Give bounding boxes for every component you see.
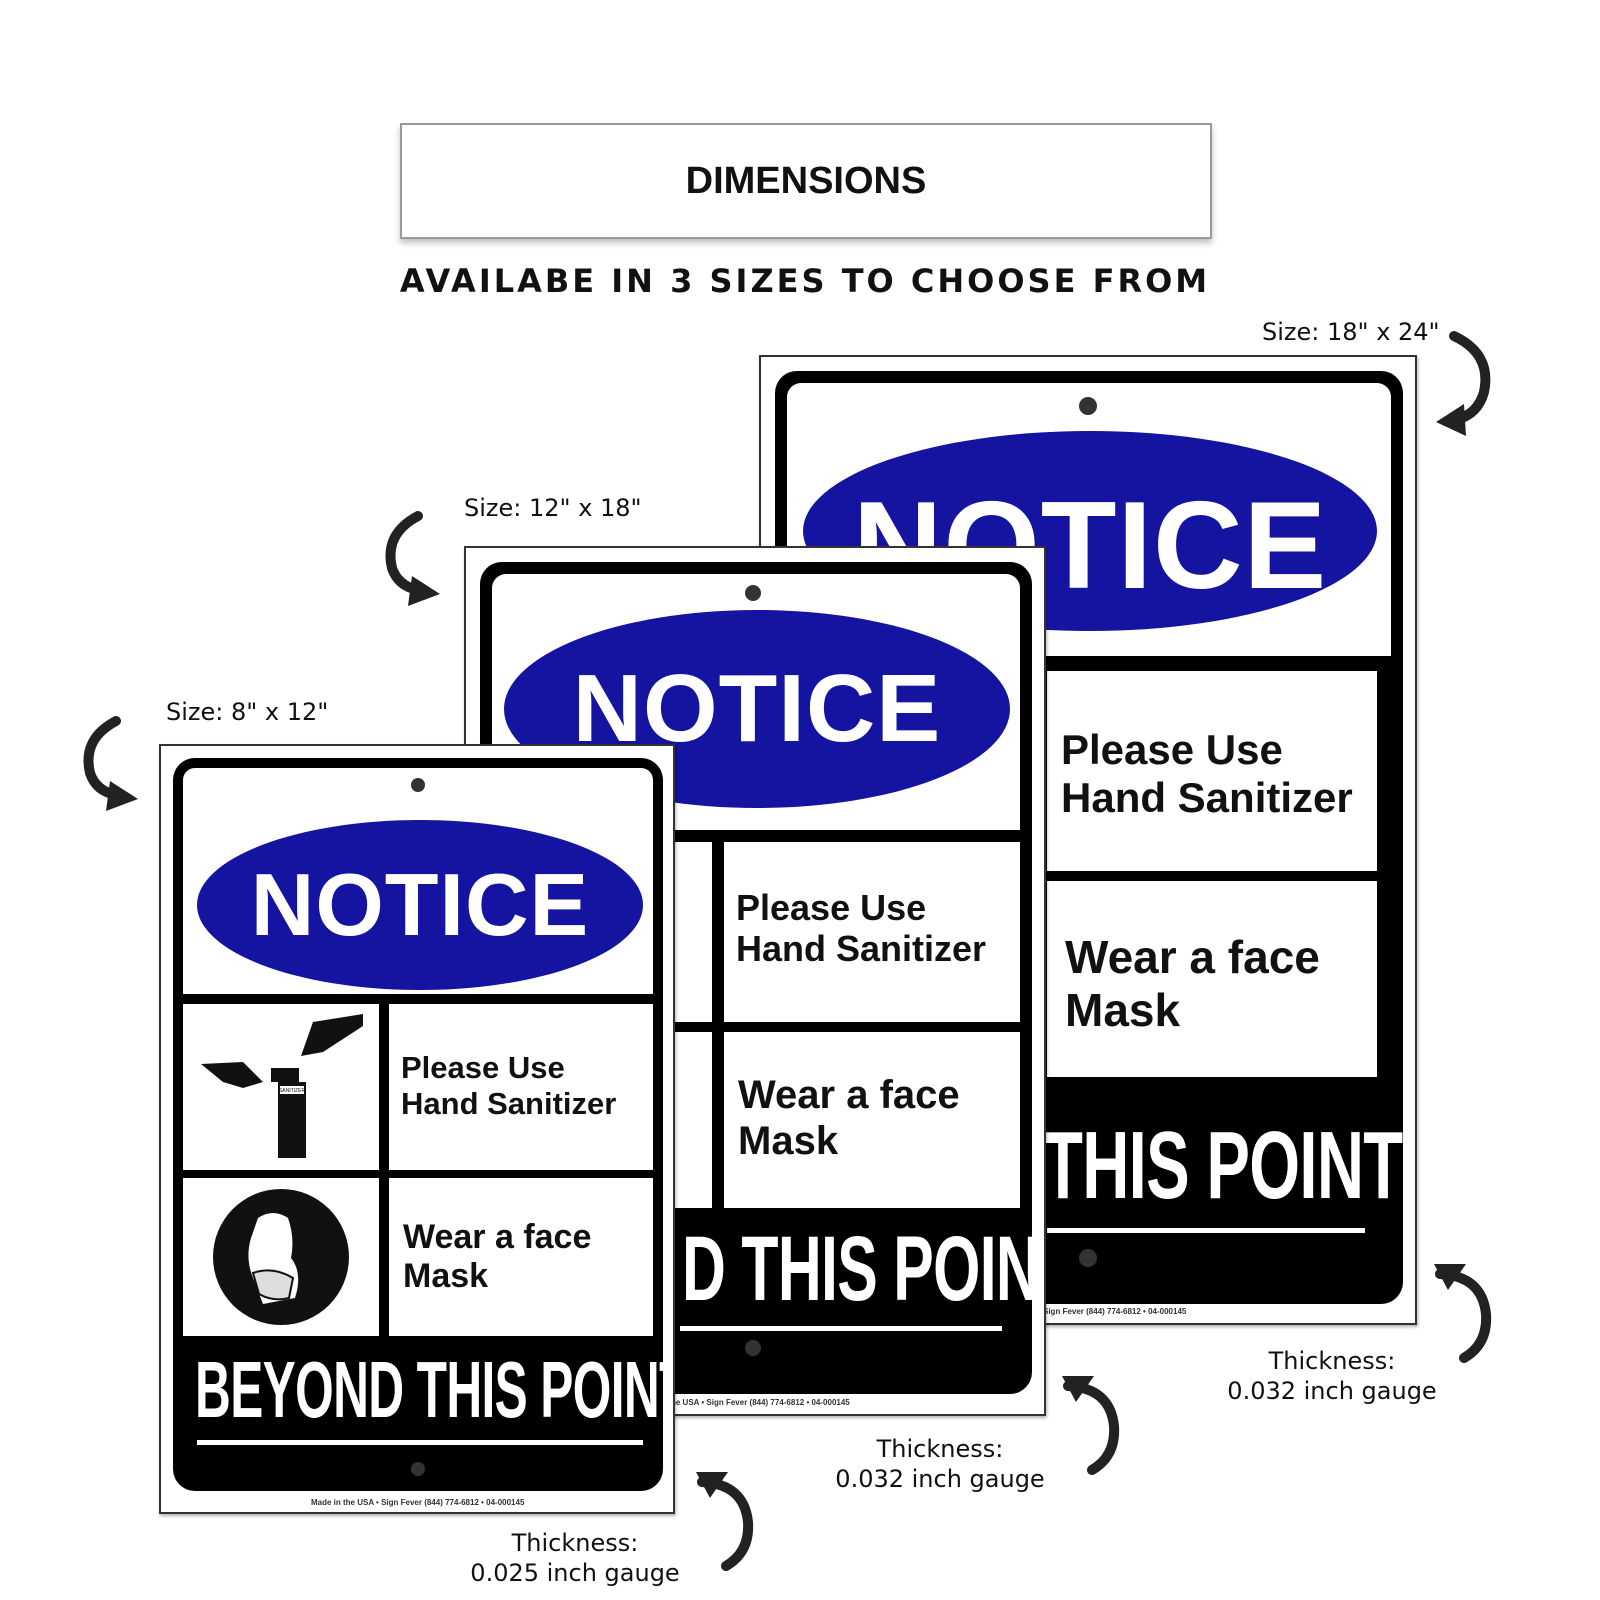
- sanitizer-cell: Please Use Hand Sanitizer: [1047, 671, 1377, 871]
- mask-cell: Wear a face Mask: [1047, 881, 1377, 1077]
- sanitizer-line1: Please Use: [736, 887, 927, 928]
- sanitizer-cell: Please Use Hand Sanitizer: [389, 1004, 653, 1170]
- mount-hole: [745, 585, 761, 601]
- curved-arrow-icon: [696, 1472, 754, 1571]
- beyond-text: BEYOND THIS POINT: [195, 1345, 663, 1434]
- curved-arrow-icon: [1434, 1264, 1492, 1363]
- sanitizer-icon: SANITIZER: [201, 1014, 363, 1158]
- notice-text: NOTICE: [250, 855, 590, 954]
- bottle-label: SANITIZER: [279, 1088, 306, 1094]
- mask-cell: Wear a face Mask: [389, 1178, 653, 1336]
- size-label-medium: Size: 12" x 18": [464, 494, 642, 522]
- mask-line1: Wear a face: [403, 1218, 592, 1256]
- mask-icon-cell: [183, 1178, 379, 1336]
- mask-line1: Wear a face: [738, 1073, 960, 1117]
- thickness-large-line2: 0.032 inch gauge: [1227, 1377, 1437, 1405]
- mount-hole: [745, 1340, 761, 1356]
- sign-small: NOTICE SANITIZER Please Use Hand Sanitiz…: [159, 744, 675, 1514]
- dimensions-banner: DIMENSIONS: [400, 123, 1212, 239]
- thickness-medium-line1: Thickness:: [876, 1435, 1004, 1463]
- mask-line2: Mask: [1065, 983, 1181, 1036]
- thickness-small: Thickness: 0.025 inch gauge: [455, 1528, 695, 1588]
- curved-arrow-icon: [1436, 331, 1491, 436]
- mount-hole: [411, 778, 425, 792]
- beyond-text: D THIS POINT: [682, 1218, 1032, 1320]
- thickness-large-line1: Thickness:: [1268, 1347, 1396, 1375]
- sanitizer-line2: Hand Sanitizer: [736, 928, 987, 970]
- thickness-small-line1: Thickness:: [511, 1529, 639, 1557]
- sanitizer-line2: Hand Sanitizer: [401, 1085, 617, 1121]
- mask-cell: Wear a face Mask: [724, 1032, 1020, 1208]
- sizes-subtitle: AVAILABE IN 3 SIZES TO CHOOSE FROM: [399, 262, 1211, 300]
- sanitizer-line1: Please Use: [401, 1050, 565, 1085]
- mask-line2: Mask: [403, 1257, 489, 1296]
- thickness-small-line2: 0.025 inch gauge: [470, 1559, 680, 1587]
- notice-oval: NOTICE: [197, 820, 643, 990]
- curved-arrow-icon: [1062, 1376, 1120, 1475]
- thickness-large: Thickness: 0.032 inch gauge: [1212, 1346, 1452, 1406]
- face-mask-icon: [213, 1189, 349, 1325]
- curved-arrow-icon: [83, 716, 138, 811]
- mount-hole: [1079, 397, 1097, 415]
- thickness-medium: Thickness: 0.032 inch gauge: [820, 1434, 1060, 1494]
- dimensions-title: DIMENSIONS: [685, 159, 927, 202]
- size-label-large: Size: 18" x 24": [1262, 318, 1440, 346]
- mount-hole: [411, 1462, 425, 1476]
- sanitizer-line1: Please Use: [1061, 726, 1283, 773]
- sanitizer-icon-cell: SANITIZER: [183, 1004, 379, 1170]
- fine-print: he USA • Sign Fever (844) 774-6812 • 04-…: [671, 1398, 850, 1407]
- fine-print: Made in the USA • Sign Fever (844) 774-6…: [311, 1498, 525, 1507]
- size-label-small: Size: 8" x 12": [166, 698, 329, 726]
- mount-hole: [1079, 1249, 1097, 1267]
- sanitizer-cell: Please Use Hand Sanitizer: [724, 842, 1020, 1022]
- fine-print: Sign Fever (844) 774-6812 • 04-000145: [1043, 1307, 1187, 1316]
- mask-line1: Wear a face: [1065, 931, 1320, 983]
- beyond-text: THIS POINT: [1043, 1112, 1403, 1219]
- curved-arrow-icon: [385, 511, 440, 606]
- thickness-medium-line2: 0.032 inch gauge: [835, 1465, 1045, 1493]
- mask-line2: Mask: [738, 1119, 839, 1163]
- sanitizer-line2: Hand Sanitizer: [1061, 774, 1353, 822]
